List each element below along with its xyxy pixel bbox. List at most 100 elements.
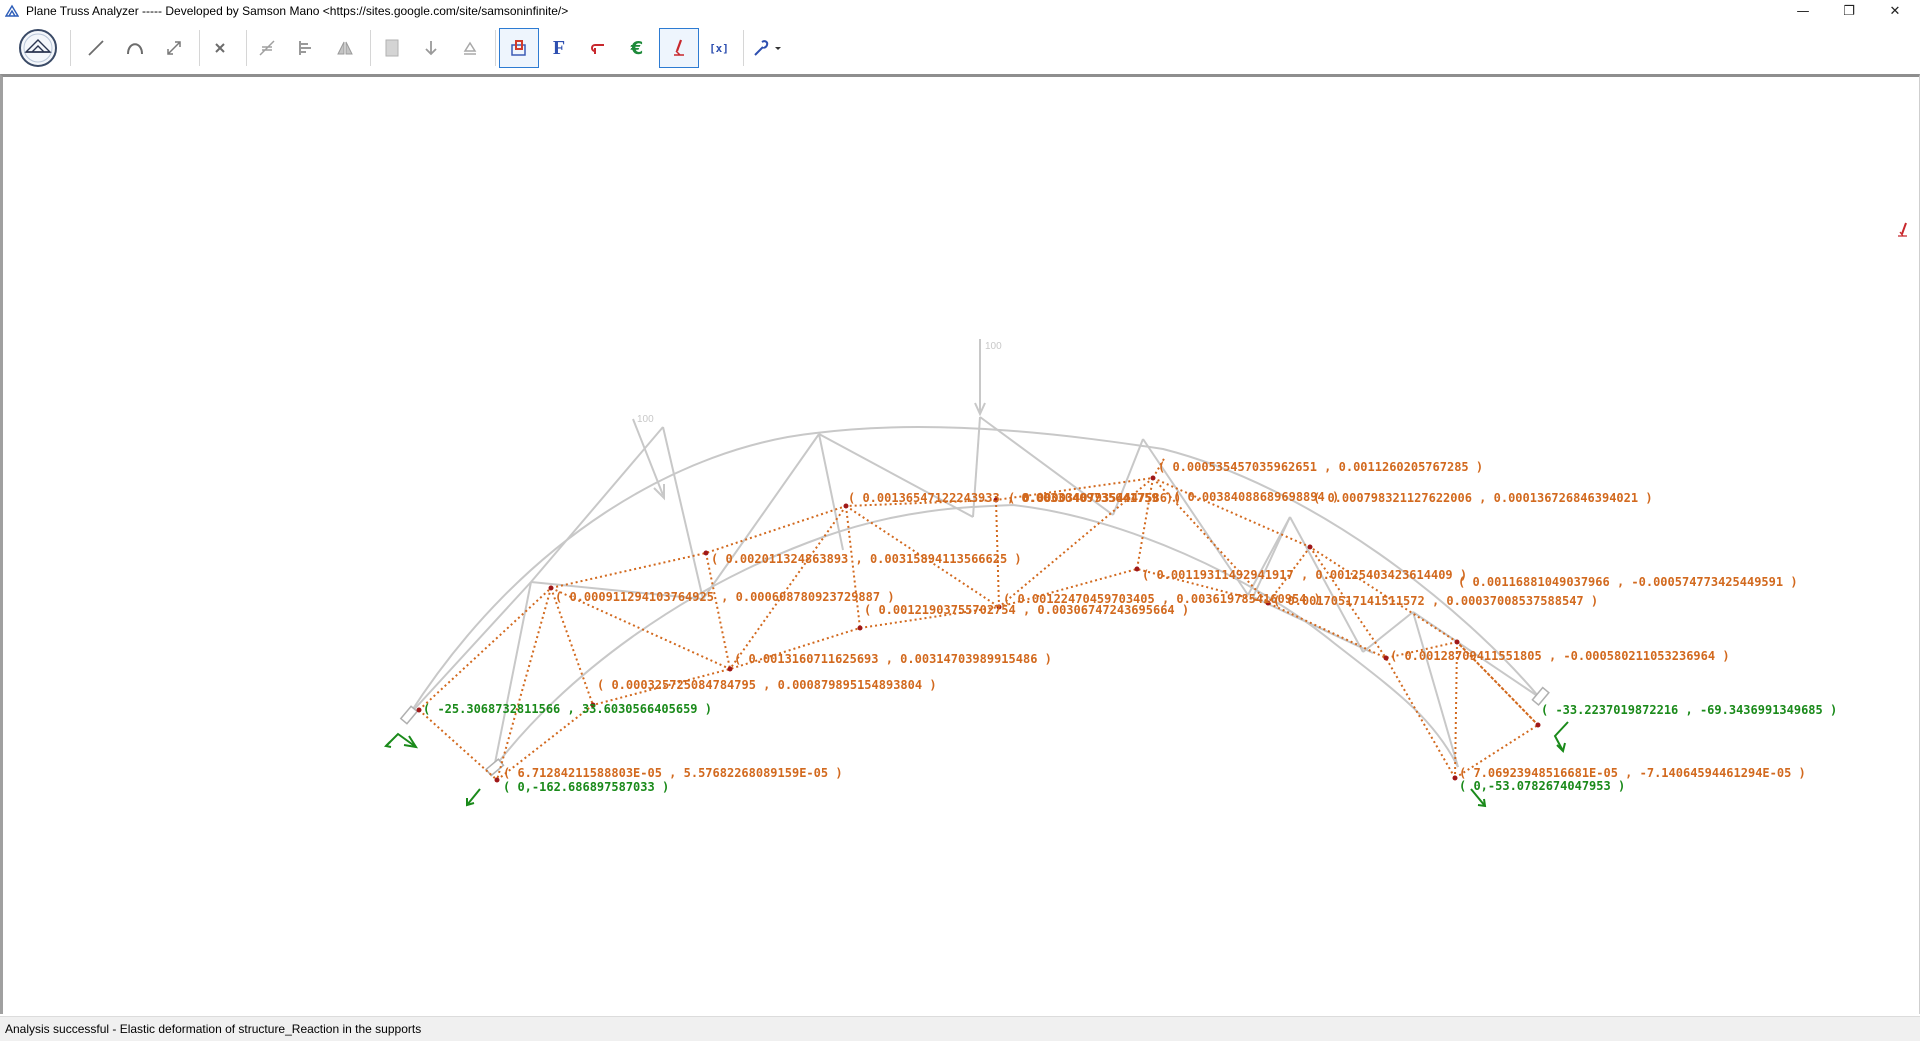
reaction-label: ( 0,-53.0782674047953 ) [1459, 779, 1625, 793]
truss-member [530, 581, 704, 600]
results-button[interactable]: [x] [701, 30, 737, 66]
deformation-label: ( 0.000798321127622006 , 0.0001367268463… [1313, 491, 1653, 505]
deformed-member [1136, 477, 1154, 570]
close-button[interactable]: ✕ [1889, 3, 1901, 19]
node [548, 585, 554, 591]
node [1452, 775, 1458, 781]
deformation-label: ( 0.002011324863893 , 0.0031589411356662… [711, 552, 1022, 566]
scale-button[interactable] [156, 30, 192, 66]
original-truss [408, 416, 1540, 769]
toolbar: F € [x] [0, 22, 1920, 75]
deformation-label: ( 0.00116881049037966 , -0.0005747734254… [1458, 575, 1798, 589]
results-icon: [x] [709, 41, 729, 55]
align-icon [299, 41, 311, 55]
deformed-member [845, 505, 861, 629]
status-bar: Analysis successful - Elastic deformatio… [0, 1016, 1920, 1041]
deformed-member [1152, 456, 1166, 479]
deformation-label: ( 0.00170517141511572 , 0.00037008537588… [1273, 594, 1598, 608]
node [416, 707, 422, 713]
truss-member [1412, 611, 1540, 698]
line-icon [88, 40, 104, 56]
support-icon [463, 41, 477, 55]
load-arrow-icon [425, 41, 437, 56]
title-bar: Plane Truss Analyzer ----- Developed by … [0, 0, 1920, 22]
deformation-label: ( 0.000034079354447586 ) [1008, 491, 1181, 505]
strain-euro-icon: € [630, 37, 644, 59]
truss-member [1252, 516, 1291, 598]
truss-member [530, 426, 664, 583]
node [1383, 655, 1389, 661]
node [996, 604, 1002, 610]
node [1150, 475, 1156, 481]
split-button[interactable] [249, 30, 285, 66]
deformation-icon [511, 40, 526, 56]
deformation-label: ( 0.000911294103764925 , 0.0006087809237… [555, 590, 895, 604]
truss-member [702, 433, 820, 600]
stress-button[interactable] [580, 30, 616, 66]
reaction-arrows [383, 721, 1569, 808]
deformation-label: ( 7.06923948516681E-05 , -7.140645944612… [1459, 766, 1806, 780]
scale-icon [167, 41, 181, 55]
reaction-arrowhead [1556, 742, 1566, 753]
material-button[interactable] [374, 30, 410, 66]
minimize-button[interactable]: — [1796, 3, 1810, 19]
deformation-label: ( 0.00128709411551805 , -0.0005802110532… [1390, 649, 1730, 663]
deformed-member [1267, 546, 1311, 604]
truss-member [818, 433, 974, 518]
node [1134, 566, 1140, 572]
deformed-member [1152, 477, 1269, 604]
deformed-member [729, 505, 847, 670]
support-icon [1531, 686, 1550, 706]
reaction-label: ( -25.3068732811566 , 33.6030566405659 ) [423, 702, 712, 716]
settings-dropdown-button[interactable] [748, 30, 786, 66]
support-button[interactable] [452, 30, 488, 66]
mirror-button[interactable] [327, 30, 363, 66]
node [993, 497, 999, 503]
force-f-icon: F [552, 36, 566, 59]
deformed-member [998, 477, 1154, 608]
align-button[interactable] [288, 30, 324, 66]
deformation-button[interactable] [499, 28, 539, 68]
deformed-member [496, 587, 552, 781]
strain-button[interactable]: € [619, 30, 655, 66]
deformation-label: ( 0.000325725084784795 , 0.0008798951548… [597, 678, 937, 692]
node [494, 777, 500, 783]
reaction-arrowhead [383, 741, 392, 748]
reaction-scale-icon [1898, 222, 1907, 237]
reaction-arrow-icon [1553, 721, 1569, 752]
truss-member [493, 581, 532, 769]
load-arrow-icon [632, 418, 664, 496]
truss-member [1362, 611, 1414, 653]
deformation-label: ( 0.0013160711625693 , 0.003147039899154… [734, 652, 1052, 666]
truss-member [818, 433, 844, 551]
node [703, 550, 709, 556]
node [857, 625, 863, 631]
delete-button[interactable] [202, 30, 238, 66]
truss-member [1412, 611, 1459, 768]
force-button[interactable]: F [541, 30, 577, 66]
truss-globe-icon [19, 29, 57, 67]
chevron-down-icon [775, 47, 781, 50]
bottom-chord [493, 503, 1459, 769]
add-arc-button[interactable] [117, 30, 153, 66]
add-line-button[interactable] [78, 30, 114, 66]
drawing-canvas[interactable]: 100 100 [0, 74, 1920, 1014]
reaction-label: ( 0,-162.686897587033 ) [503, 780, 669, 794]
deformation-label: ( 6.71284211588803E-05 , 5.5768226808915… [503, 766, 843, 780]
structure-home-button[interactable] [18, 28, 58, 68]
reaction-arrowhead [1477, 798, 1487, 808]
deformation-label: ( 0.00122470459703405 , 0.00361978541609… [1003, 592, 1321, 606]
node [1535, 722, 1541, 728]
supports [399, 686, 1550, 777]
truss-member [972, 416, 981, 518]
deformed-member [1456, 641, 1539, 726]
support-icon [399, 705, 419, 725]
load-arrowhead [653, 484, 665, 501]
load-button[interactable] [413, 30, 449, 66]
reaction-button[interactable] [659, 28, 699, 68]
reaction-arrowhead [466, 798, 475, 807]
truss-member [662, 426, 704, 600]
deformed-member [1454, 724, 1539, 779]
truss-drawing[interactable]: 100 100 [3, 77, 1919, 1014]
maximize-button[interactable]: ❐ [1843, 3, 1855, 19]
